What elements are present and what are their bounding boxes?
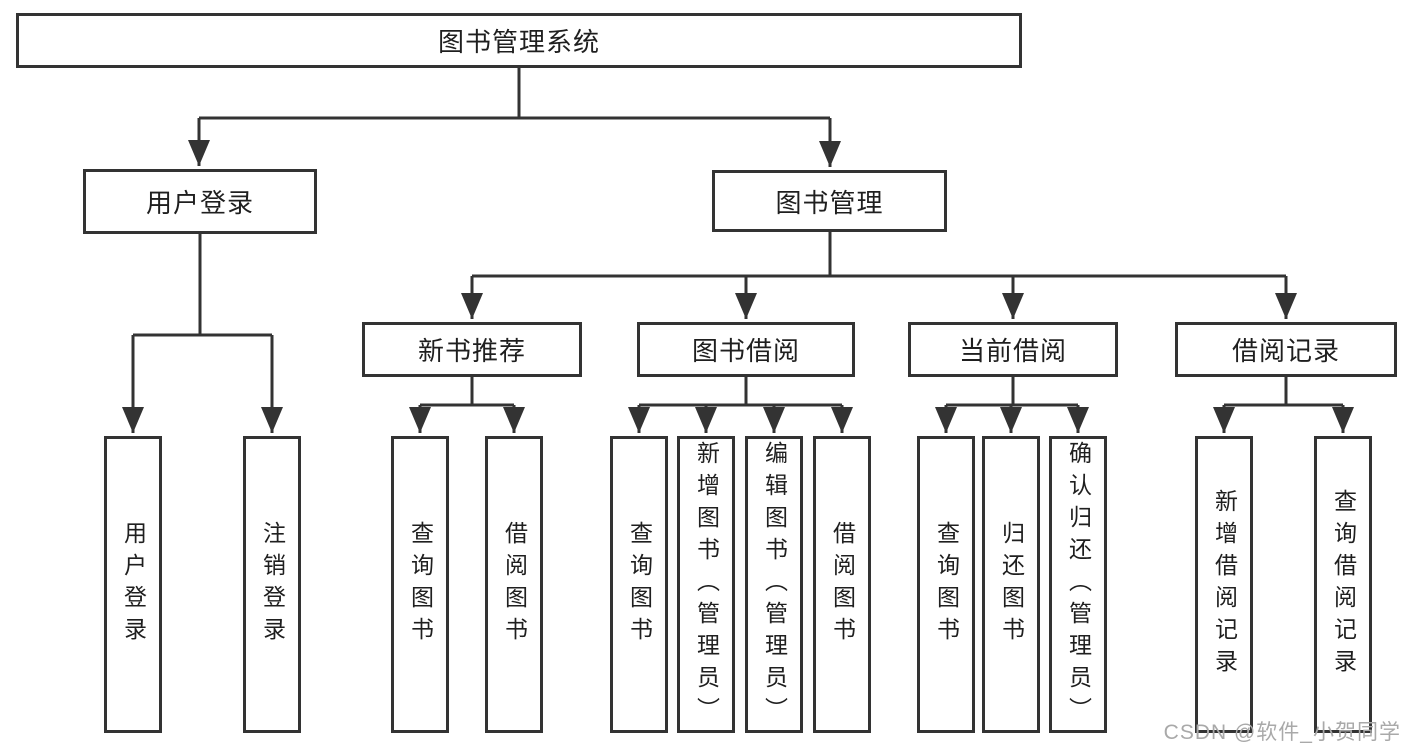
node-borrowing-records-label: 借阅记录 [1231, 336, 1340, 366]
leaf-user-login-label: 用户登录 [120, 520, 147, 649]
node-borrowing-records: 借阅记录 [1175, 322, 1397, 377]
leaf-current-return-books: 归还图书 [982, 436, 1040, 733]
leaf-records-add-record: 新增借阅记录 [1195, 436, 1253, 733]
leaf-recommend-query-books-label: 查询图书 [407, 520, 434, 649]
leaf-borrow-add-books-admin: 新增图书（管理员） [677, 436, 735, 733]
node-new-book-recommendation: 新书推荐 [362, 322, 582, 377]
leaf-borrow-query-books-label: 查询图书 [626, 520, 653, 649]
leaf-records-query-record-label: 查询借阅记录 [1330, 488, 1357, 681]
leaf-borrow-query-books: 查询图书 [610, 436, 668, 733]
leaf-current-confirm-return-admin-label: 确认归还（管理员） [1065, 440, 1092, 729]
leaf-borrow-borrow-books-label: 借阅图书 [829, 520, 856, 649]
node-current-borrowing-label: 当前借阅 [958, 336, 1067, 366]
leaf-user-login: 用户登录 [104, 436, 162, 733]
leaf-current-query-books: 查询图书 [917, 436, 975, 733]
leaf-records-query-record: 查询借阅记录 [1314, 436, 1372, 733]
leaf-logout-login-label: 注销登录 [259, 520, 286, 649]
leaf-records-add-record-label: 新增借阅记录 [1211, 488, 1238, 681]
node-library-system-label: 图书管理系统 [437, 27, 600, 57]
node-book-borrowing: 图书借阅 [637, 322, 855, 377]
leaf-borrow-edit-books-admin: 编辑图书（管理员） [745, 436, 803, 733]
node-book-management: 图书管理 [712, 170, 947, 232]
leaf-recommend-borrow-books: 借阅图书 [485, 436, 543, 733]
leaf-borrow-add-books-admin-label: 新增图书（管理员） [693, 440, 720, 729]
node-user-login: 用户登录 [83, 169, 317, 234]
node-book-management-label: 图书管理 [775, 187, 884, 218]
node-new-book-recommendation-label: 新书推荐 [417, 336, 526, 366]
node-current-borrowing: 当前借阅 [908, 322, 1118, 377]
watermark: CSDN @软件_小贺同学 [1163, 721, 1401, 744]
node-library-system: 图书管理系统 [16, 13, 1022, 68]
leaf-current-query-books-label: 查询图书 [933, 520, 960, 649]
leaf-recommend-borrow-books-label: 借阅图书 [501, 520, 528, 649]
leaf-borrow-borrow-books: 借阅图书 [813, 436, 871, 733]
leaf-borrow-edit-books-admin-label: 编辑图书（管理员） [761, 440, 788, 729]
leaf-logout-login: 注销登录 [243, 436, 301, 733]
leaf-current-return-books-label: 归还图书 [998, 520, 1025, 649]
node-book-borrowing-label: 图书借阅 [691, 336, 800, 366]
leaf-recommend-query-books: 查询图书 [391, 436, 449, 733]
node-user-login-label: 用户登录 [145, 188, 254, 218]
leaf-current-confirm-return-admin: 确认归还（管理员） [1049, 436, 1107, 733]
